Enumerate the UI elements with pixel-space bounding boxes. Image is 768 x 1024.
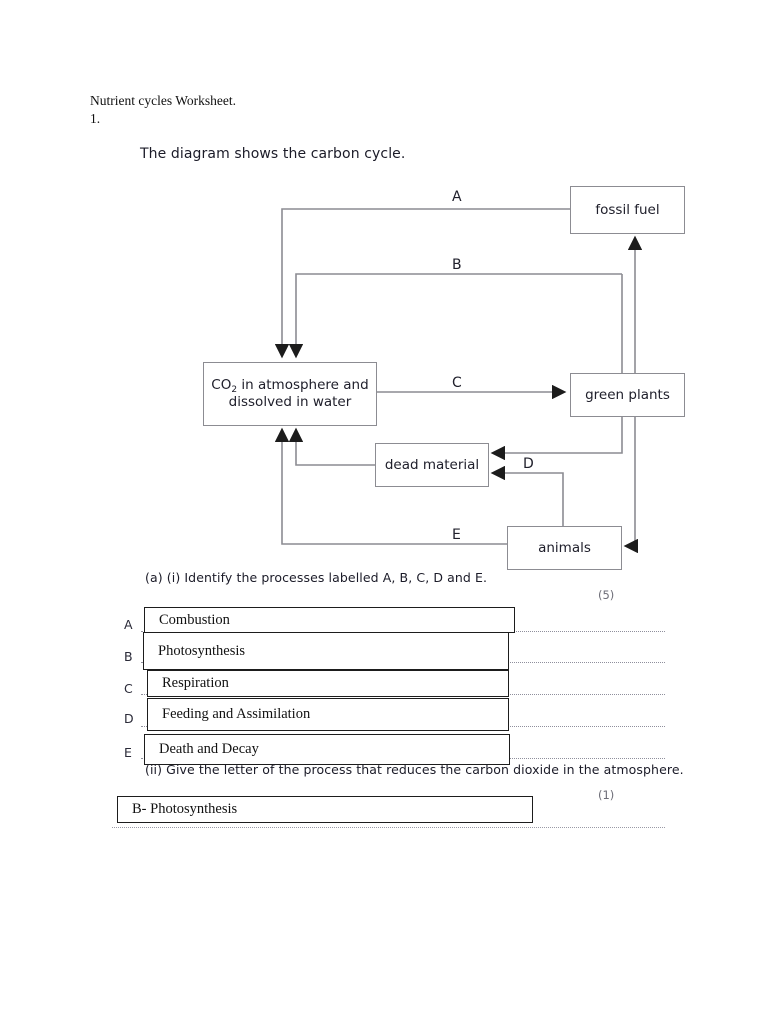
answer-letter-b: B [124, 649, 133, 664]
co2-subscript: 2 [231, 385, 238, 396]
diagram-connectors [274, 208, 643, 554]
fossil-fuel-label: fossil fuel [595, 201, 660, 218]
diagram-box-animals: animals [507, 526, 622, 570]
document-title: Nutrient cycles Worksheet. [90, 93, 236, 108]
arrow-label-d: D [523, 456, 534, 472]
answer-box-b[interactable]: Photosynthesis [143, 632, 509, 670]
question-a-i-text: (a) (i) Identify the processes labelled … [145, 570, 488, 585]
question-a-ii-text: (ii) Give the letter of the process that… [145, 762, 684, 777]
diagram-box-green-plants: green plants [570, 373, 685, 417]
question-number: 1. [90, 111, 101, 126]
final-answer-box[interactable]: B- Photosynthesis [117, 796, 533, 823]
arrow-label-c: C [452, 375, 462, 391]
answer-letter-e: E [124, 745, 132, 760]
answer-box-e[interactable]: Death and Decay [144, 734, 510, 765]
animals-label: animals [538, 539, 591, 556]
answer-letter-d: D [124, 711, 134, 726]
dead-material-label: dead material [384, 456, 480, 473]
answer-box-c[interactable]: Respiration [147, 670, 509, 697]
answer-box-a[interactable]: Combustion [144, 607, 515, 633]
final-answer-rule [112, 827, 665, 828]
arrow-label-e: E [452, 527, 461, 543]
arrow-label-b: B [452, 257, 462, 273]
co2-label: CO2 in atmosphere and dissolved in water [211, 377, 368, 411]
arrow-label-a: A [452, 189, 462, 205]
co2-text-rest: in atmosphere and [237, 377, 369, 394]
diagram-box-co2: CO2 in atmosphere and dissolved in water [203, 362, 377, 426]
co2-label-line2: dissolved in water [228, 394, 352, 410]
co2-text: CO [211, 377, 232, 394]
diagram-box-dead-material: dead material [375, 443, 489, 487]
marks-a-ii: (1) [598, 788, 615, 802]
answer-letter-a: A [124, 617, 133, 632]
diagram-intro-text: The diagram shows the carbon cycle. [140, 146, 406, 162]
diagram-box-fossil-fuel: fossil fuel [570, 186, 685, 234]
answer-letter-c: C [124, 681, 133, 696]
answer-box-d[interactable]: Feeding and Assimilation [147, 698, 509, 731]
carbon-cycle-diagram: fossil fuel green plants CO2 in atmosphe… [203, 186, 685, 570]
green-plants-label: green plants [585, 386, 670, 403]
marks-a-i: (5) [598, 588, 615, 602]
